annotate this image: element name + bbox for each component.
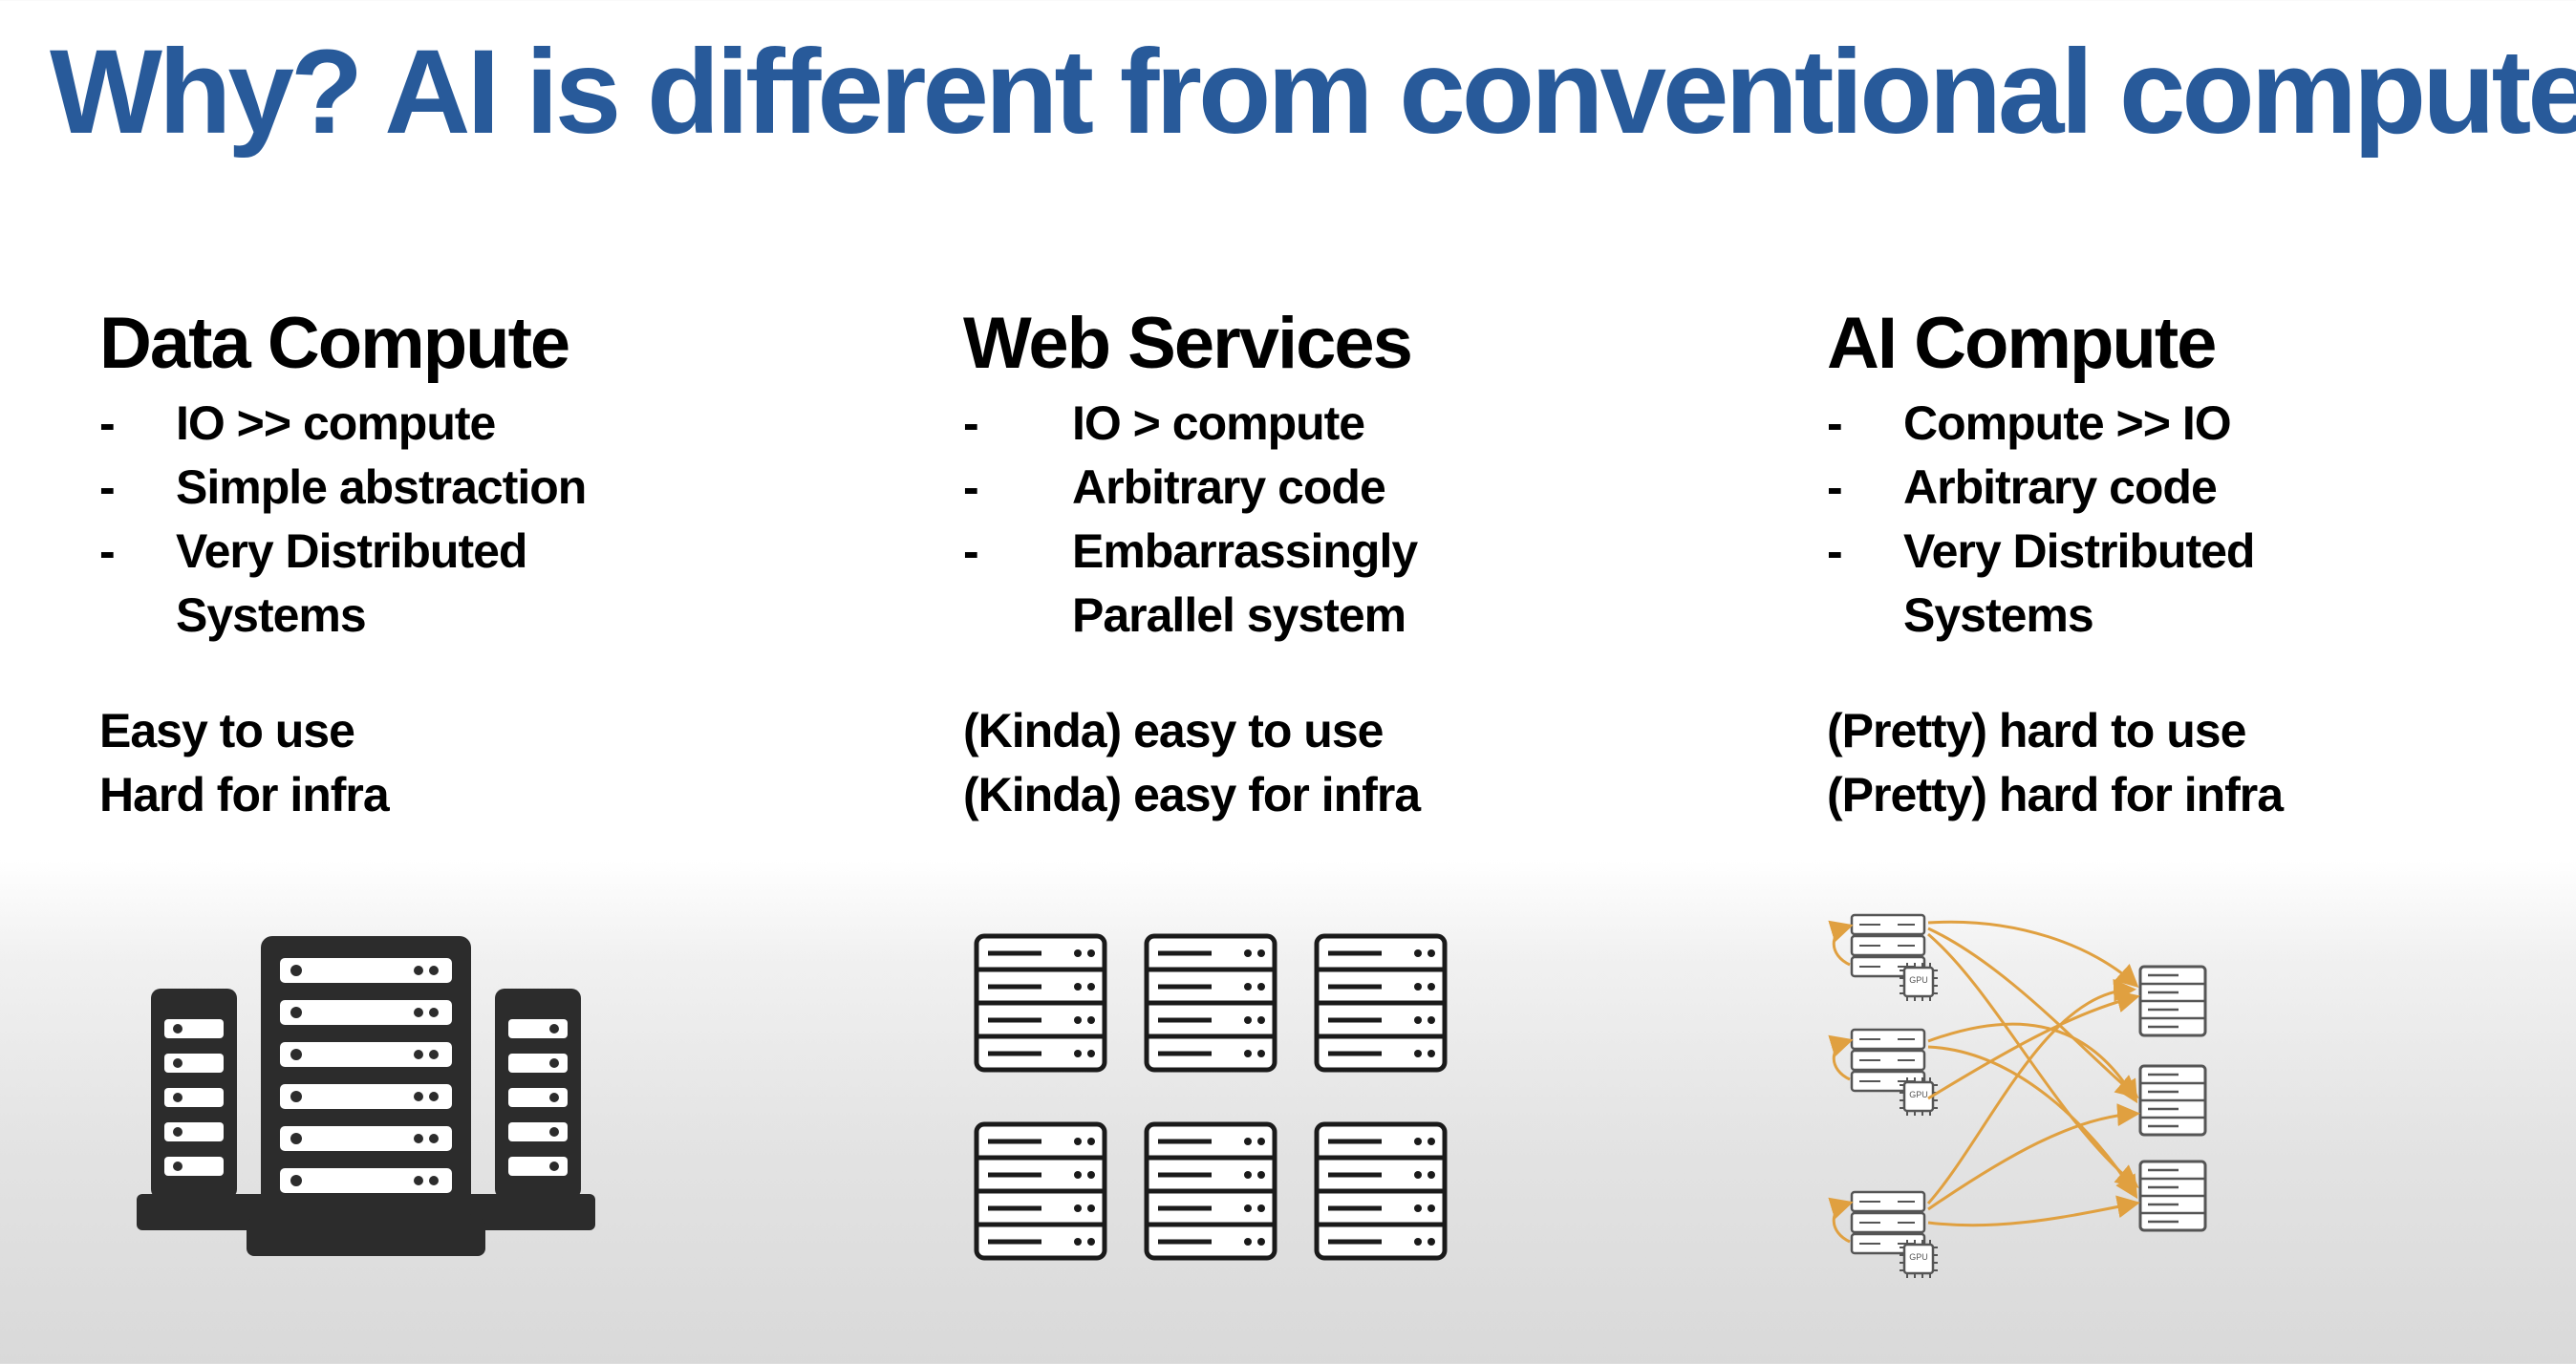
slide-title: Why? AI is different from conventional c… xyxy=(50,26,2576,159)
note-line: (Pretty) hard to use xyxy=(1827,704,2246,757)
bullet-text: IO > compute xyxy=(1072,396,1365,450)
bullet-marker: - xyxy=(963,524,979,578)
gpu-chip-label: GPU xyxy=(1909,975,1928,985)
bullet-item: - Embarrassingly Parallel system xyxy=(963,520,1483,648)
bullet-list: - IO >> compute - Simple abstraction - Very… xyxy=(99,392,940,648)
bullet-text: Very Distributed Systems xyxy=(1903,524,2255,642)
bullet-list: - Compute >> IO - Arbitrary code - Very Dis… xyxy=(1827,392,2576,648)
bullet-marker: - xyxy=(963,396,979,450)
gpu-chip-label: GPU xyxy=(1909,1252,1928,1262)
bullet-text: Arbitrary code xyxy=(1072,460,1386,514)
server-grid-icon xyxy=(970,931,1448,1266)
bullet-marker: - xyxy=(99,460,116,514)
bullet-marker: - xyxy=(99,524,116,578)
bullet-list: - IO > compute - Arbitrary code - Embarrass… xyxy=(963,392,1804,648)
gpu-chip-label: GPU xyxy=(1909,1090,1928,1099)
usability-notes: (Pretty) hard to use (Pretty) hard for i… xyxy=(1827,699,2576,827)
column-heading: AI Compute xyxy=(1827,303,2217,384)
note-line: (Kinda) easy to use xyxy=(963,704,1384,757)
bullet-item: - Very Distributed Systems xyxy=(1827,520,2343,648)
bullet-marker: - xyxy=(1827,524,1843,578)
bullet-marker: - xyxy=(963,460,979,514)
bullet-item: - Very Distributed Systems xyxy=(99,520,615,648)
note-line: Hard for infra xyxy=(99,768,390,821)
bullet-text: Embarrassingly Parallel system xyxy=(1072,524,1418,642)
bullet-marker: - xyxy=(99,396,116,450)
bullet-marker: - xyxy=(1827,396,1843,450)
bullet-marker: - xyxy=(1827,460,1843,514)
bullet-text: IO >> compute xyxy=(176,396,496,450)
column-data-compute: Data Compute - IO >> compute - Simple abst… xyxy=(99,296,940,827)
bullet-text: Very Distributed Systems xyxy=(176,524,527,642)
column-ai-compute: AI Compute - Compute >> IO - Arbitrary cod… xyxy=(1827,296,2576,827)
note-line: (Pretty) hard for infra xyxy=(1827,768,2284,821)
bullet-item: - IO >> compute xyxy=(99,392,940,456)
bullet-item: - Arbitrary code xyxy=(963,456,1804,520)
usability-notes: (Kinda) easy to use (Kinda) easy for inf… xyxy=(963,699,1804,827)
bullet-text: Arbitrary code xyxy=(1903,460,2218,514)
bullet-item: - Simple abstraction xyxy=(99,456,940,520)
note-line: (Kinda) easy for infra xyxy=(963,768,1421,821)
bullet-item: - Arbitrary code xyxy=(1827,456,2576,520)
bullet-item: - IO > compute xyxy=(963,392,1804,456)
usability-notes: Easy to use Hard for infra xyxy=(99,699,940,827)
bullet-text: Simple abstraction xyxy=(176,460,587,514)
gpu-cluster-diagram: GPU GPU GPU xyxy=(1828,913,2207,1280)
bullet-text: Compute >> IO xyxy=(1903,396,2232,450)
column-web-services: Web Services - IO > compute - Arbitrary co… xyxy=(963,296,1804,827)
column-heading: Data Compute xyxy=(99,303,570,384)
bullet-item: - Compute >> IO xyxy=(1827,392,2576,456)
column-heading: Web Services xyxy=(963,303,1413,384)
server-rack-icon xyxy=(137,936,595,1256)
note-line: Easy to use xyxy=(99,704,355,757)
